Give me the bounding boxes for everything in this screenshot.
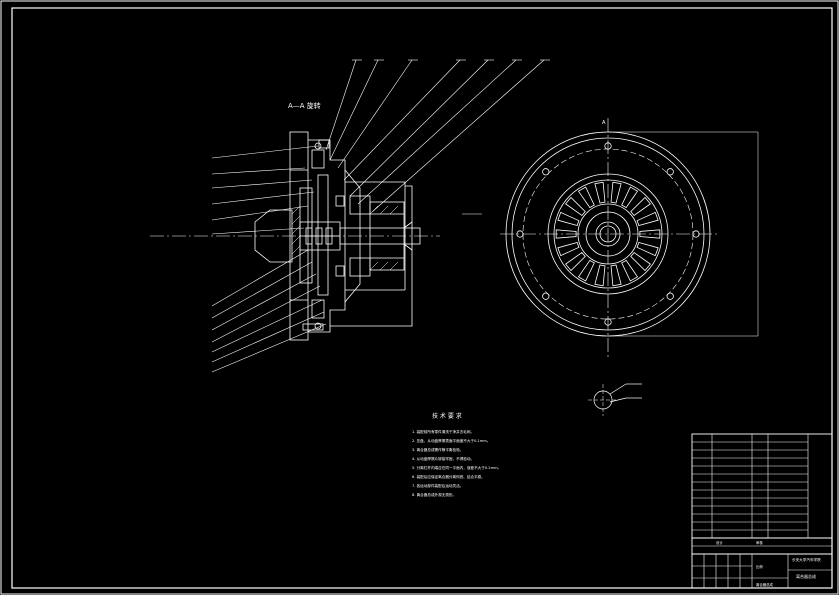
- tech-item-1: 1. 装配前所有零件清洗干净并去毛刺。: [412, 429, 474, 434]
- spring-finger: [565, 252, 586, 272]
- tech-item-5: 5. 分离杠杆内端应在同一平面内，误差不大于0.2mm。: [412, 465, 501, 470]
- bolt-hole: [666, 292, 674, 300]
- spring-finger: [610, 181, 622, 204]
- bolt-hole: [692, 230, 700, 238]
- spring-finger: [636, 242, 659, 257]
- bolt-hole: [604, 142, 612, 150]
- tech-requirements: 技 术 要 求 1. 装配前所有零件清洗干净并去毛刺。 2. 压盘、从动盘摩擦表…: [412, 412, 501, 497]
- view-label-a: A: [602, 120, 606, 126]
- spring-finger: [639, 229, 661, 239]
- title-school: 长安大学汽车学院: [792, 557, 821, 562]
- spring-finger: [594, 181, 606, 204]
- title-drawn-label: 设计: [716, 540, 723, 545]
- spring-finger: [636, 211, 659, 226]
- title-drawing-name: 离合器总成: [796, 573, 816, 579]
- inner-border: [11, 7, 833, 589]
- tech-item-4: 4. 从动盘摩擦片铆接牢固，不得松动。: [412, 456, 474, 461]
- spring-finger: [565, 196, 586, 216]
- spring-finger: [630, 252, 651, 272]
- spring-finger: [577, 259, 595, 282]
- spring-finger: [557, 242, 580, 257]
- bolt-hole: [666, 168, 674, 176]
- leader-lines-left: [211, 145, 327, 373]
- spring-finger: [555, 229, 577, 239]
- tech-item-7: 7. 各运动部件装配后运动灵活。: [412, 483, 463, 488]
- tech-item-3: 3. 离合器总成需作静平衡检验。: [412, 447, 463, 452]
- section-view: [150, 131, 440, 341]
- title-checked-label: 审核: [756, 540, 763, 545]
- tech-item-2: 2. 压盘、从动盘摩擦表面平面度不大于0.1mm。: [412, 438, 490, 443]
- spring-finger: [610, 264, 622, 287]
- tech-title: 技 术 要 求: [432, 412, 462, 420]
- bolt-hole: [542, 292, 550, 300]
- detail-view: [588, 383, 642, 416]
- bolt-hole: [542, 168, 550, 176]
- bolt-hole: [516, 230, 524, 238]
- tech-item-8: 8. 离合器总成外观无损伤。: [412, 492, 456, 497]
- spring-finger: [557, 211, 580, 226]
- bolt-hole: [604, 318, 612, 326]
- spring-finger: [621, 259, 639, 282]
- front-view: [500, 118, 759, 360]
- section-title: A—A 旋转: [288, 101, 321, 110]
- title-scale-label: 比例: [756, 564, 763, 569]
- leader-lines-top: [325, 59, 550, 213]
- title-block: [691, 433, 833, 589]
- spring-finger: [630, 196, 651, 216]
- spring-finger: [621, 186, 639, 209]
- spring-finger: [577, 186, 595, 209]
- title-drawing-no: 离合器总成: [756, 582, 774, 587]
- tech-item-6: 6. 装配后应保证离合器分离彻底、结合平稳。: [412, 474, 485, 479]
- spring-finger: [594, 264, 606, 287]
